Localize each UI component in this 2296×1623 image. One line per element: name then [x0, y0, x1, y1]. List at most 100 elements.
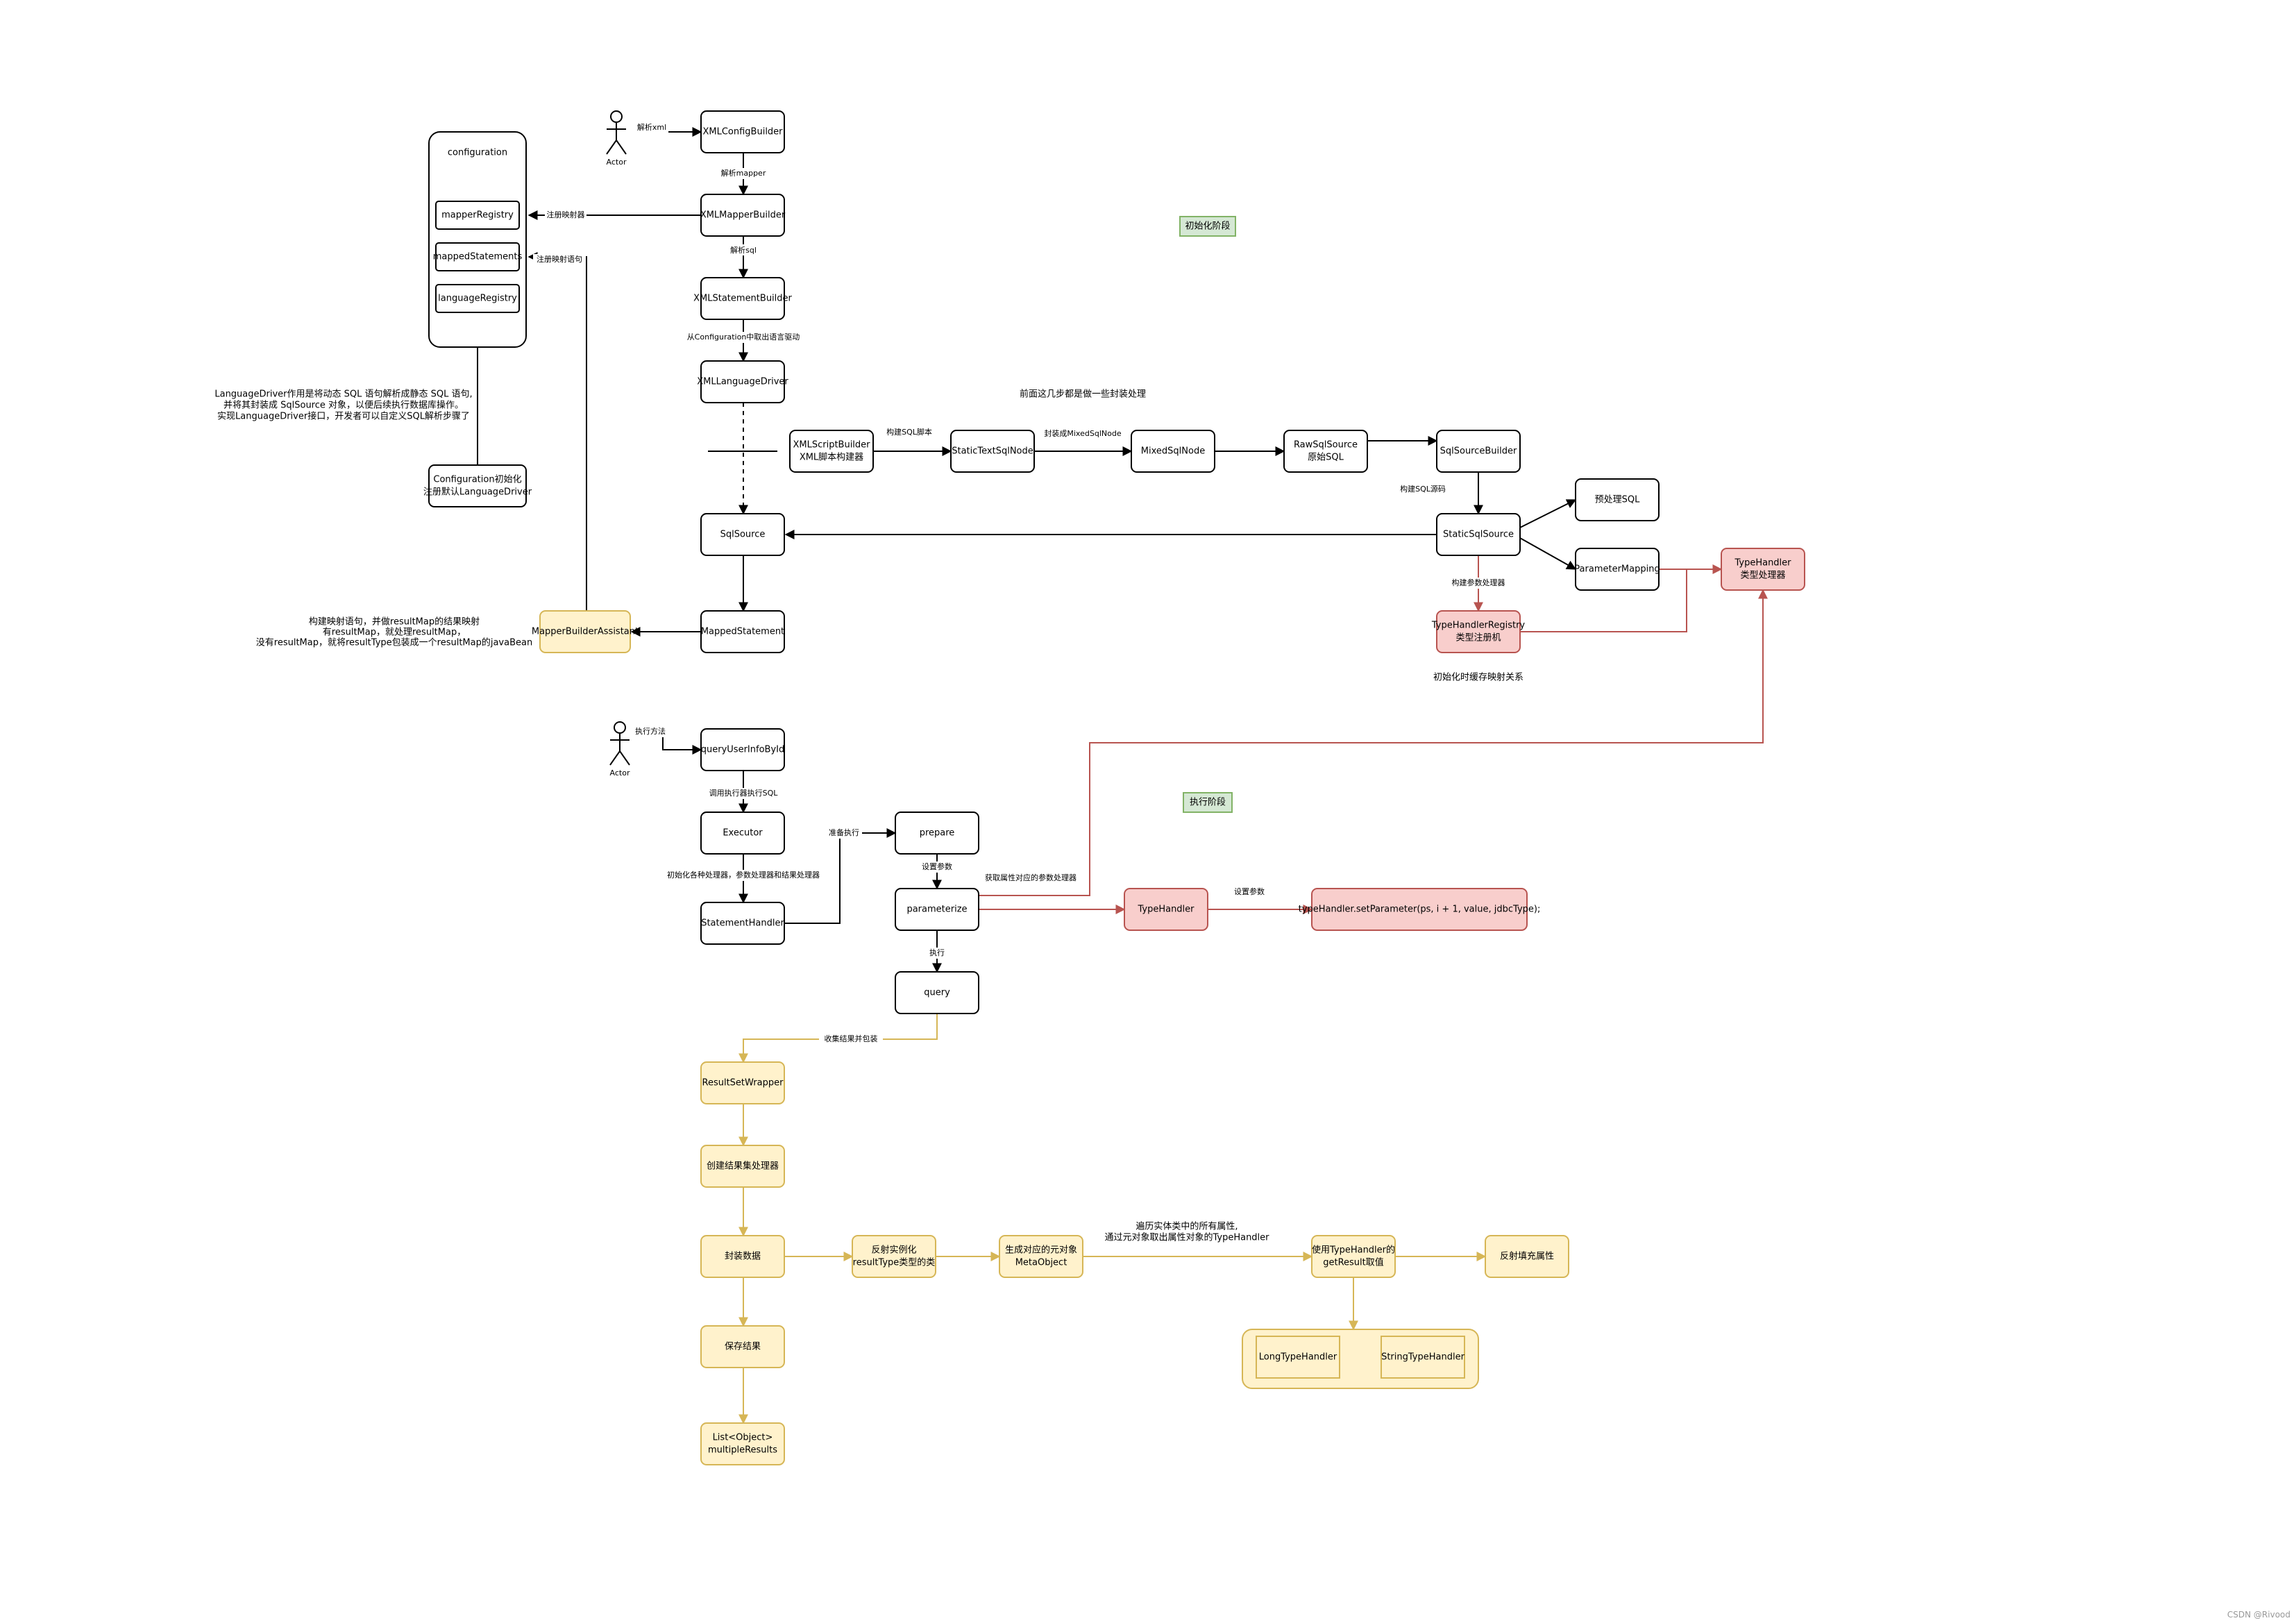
actor-init: Actor: [606, 110, 627, 167]
parameter-mapping-node[interactable]: [1575, 548, 1660, 591]
multiple-results-node[interactable]: [700, 1422, 785, 1465]
note-cache-map: 初始化时缓存映射关系: [1433, 672, 1523, 683]
prepare-node[interactable]: [895, 812, 979, 855]
exec-stage-badge: [1183, 792, 1233, 813]
use-type-handler-node[interactable]: [1311, 1235, 1396, 1278]
type-handler-registry-node[interactable]: [1436, 610, 1521, 653]
configuration-title: configuration: [448, 148, 507, 158]
xml-script-builder-label-1: XMLScriptBuilder: [793, 440, 870, 451]
save-result-node[interactable]: [700, 1325, 785, 1368]
raw-sql-source-label-2: 原始SQL: [1308, 453, 1344, 463]
static-text-sql-node-label: StaticTextSqlNode: [952, 446, 1033, 457]
mapper-builder-assistant-label: MapperBuilderAssistant: [532, 627, 639, 637]
raw-sql-source-node[interactable]: [1283, 430, 1368, 473]
mapped-statements-node[interactable]: [435, 242, 520, 271]
edge-label-bg: [726, 244, 761, 255]
configuration-init-node[interactable]: [428, 464, 527, 507]
set-parameter-node[interactable]: [1311, 888, 1528, 931]
actor-legs: [609, 750, 630, 766]
preprocess-sql-node[interactable]: [1575, 478, 1660, 521]
executor-label: Executor: [723, 828, 763, 839]
edge-label-get-param-handler: 获取属性对应的参数处理器: [985, 873, 1077, 882]
parameterize-node[interactable]: [895, 888, 979, 931]
xml-language-driver-node[interactable]: [700, 360, 785, 403]
xml-statement-builder-node[interactable]: [700, 277, 785, 320]
edge-label-bg: [545, 210, 586, 221]
edge-label-init-handlers: 初始化各种处理器，参数处理器和结果处理器: [667, 870, 820, 880]
sql-source-builder-node[interactable]: [1436, 430, 1521, 473]
mapper-registry-label: mapperRegistry: [441, 210, 514, 221]
xml-language-driver-label: XMLLanguageDriver: [697, 377, 788, 387]
actor-label: Actor: [610, 768, 630, 777]
static-text-sql-node[interactable]: [950, 430, 1035, 473]
reflect-fill-node[interactable]: [1485, 1235, 1569, 1278]
language-registry-node[interactable]: [435, 284, 520, 313]
xml-script-builder-node[interactable]: [789, 430, 874, 473]
xml-config-builder-node[interactable]: [700, 110, 785, 153]
reflect-instantiate-node[interactable]: [852, 1235, 936, 1278]
note-language-driver-2: 并将其封装成 SqlSource 对象，以便后续执行数据库操作。: [223, 400, 464, 411]
executor-node[interactable]: [700, 812, 785, 855]
static-sql-source-node[interactable]: [1436, 513, 1521, 556]
actor-legs: [606, 139, 627, 155]
edge-label-bg: [826, 827, 862, 839]
sql-source-label: SqlSource: [720, 530, 766, 540]
preprocess-sql-label: 预处理SQL: [1595, 495, 1640, 505]
edge-label-build-sql-source: 构建SQL源码: [1400, 484, 1446, 494]
edge-label-bg: [635, 122, 668, 133]
long-type-handler-node[interactable]: [1256, 1336, 1340, 1379]
configuration-container: configuration mapperRegistry mappedState…: [428, 131, 527, 348]
result-set-wrapper-node[interactable]: [700, 1061, 785, 1104]
edge-handler-to-prepare: [784, 828, 897, 924]
meta-object-node[interactable]: [999, 1235, 1083, 1278]
statement-handler-label: StatementHandler: [701, 918, 784, 929]
edges: [473, 127, 1768, 1424]
type-handler-registry-label-1: TypeHandlerRegistry: [1431, 621, 1526, 631]
edge-label-bg: [634, 726, 668, 737]
edge-label-parse-sql: 解析sql: [730, 245, 757, 255]
edge-label-exec-method: 执行方法: [635, 726, 666, 736]
mixed-sql-node[interactable]: [1131, 430, 1215, 473]
language-registry-label: languageRegistry: [438, 294, 517, 304]
save-result-label: 保存结果: [725, 1342, 761, 1352]
reflect-instantiate-label-2: resultType类型的类: [853, 1257, 936, 1268]
type-handler-node[interactable]: [1721, 548, 1805, 591]
xml-config-builder-label: XMLConfigBuilder: [702, 127, 783, 137]
edge-labels: 解析xml 解析mapper 解析sql 从Configuration中取出语言…: [533, 122, 1510, 1045]
sql-source-node[interactable]: [700, 513, 785, 556]
meta-object-label-2: MetaObject: [1015, 1258, 1067, 1268]
edge-label-bg: [918, 861, 956, 873]
query-user-info-label: queryUserInfoById: [701, 745, 784, 755]
mapped-statement-node[interactable]: [700, 610, 785, 653]
edge-label-collect-results: 收集结果并包装: [825, 1034, 878, 1043]
edge-label-bg: [704, 788, 782, 799]
parameter-mapping-label: ParameterMapping: [1574, 564, 1660, 575]
xml-mapper-builder-node[interactable]: [700, 194, 785, 237]
use-type-handler-label-2: getResult取值: [1323, 1257, 1384, 1268]
note-language-driver-3: 实现LanguageDriver接口，开发者可以自定义SQL解析步骤了: [217, 411, 470, 422]
mapped-statement-label: MappedStatement: [701, 627, 784, 637]
xml-statement-builder-label: XMLStatementBuilder: [693, 294, 792, 304]
query-user-info-node[interactable]: [700, 728, 785, 771]
edge-label-bg: [687, 332, 800, 343]
mapper-registry-node[interactable]: [435, 201, 520, 230]
edge-parameterize-to-typehandler: [979, 589, 1768, 896]
wrap-data-label: 封装数据: [725, 1252, 761, 1262]
string-type-handler-node[interactable]: [1381, 1336, 1465, 1379]
note-build-map-3: 没有resultMap，就将resultType包装成一个resultMap的j…: [256, 637, 532, 648]
statement-handler-node[interactable]: [700, 902, 785, 945]
create-handler-node[interactable]: [700, 1145, 785, 1188]
actor-exec: Actor: [609, 721, 630, 777]
configuration-init-label-2: 注册默认LanguageDriver: [423, 487, 532, 498]
use-type-handler-label-1: 使用TypeHandler的: [1312, 1245, 1395, 1256]
type-handler-registry-label-2: 类型注册机: [1455, 633, 1501, 644]
edge-register-statement: [527, 252, 587, 611]
exec-type-handler-node[interactable]: [1124, 888, 1208, 931]
prepare-label: prepare: [920, 828, 955, 839]
query-label: query: [924, 988, 950, 998]
query-node[interactable]: [895, 971, 979, 1014]
configuration-box: [428, 131, 527, 348]
mapper-builder-assistant-node[interactable]: [539, 610, 631, 653]
wrap-data-node[interactable]: [700, 1235, 785, 1278]
actor-label: Actor: [607, 158, 627, 167]
